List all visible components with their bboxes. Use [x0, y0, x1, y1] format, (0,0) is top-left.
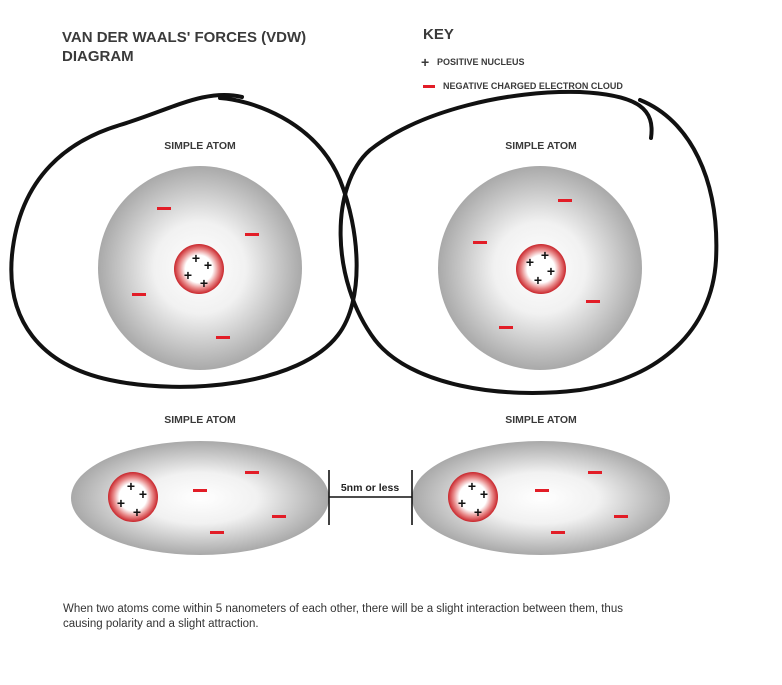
minus-icon [132, 293, 146, 296]
nucleus-charges: + + + + [117, 478, 147, 520]
atom-label-bottom-left: SIMPLE ATOM [164, 414, 236, 426]
plus-icon: + [547, 263, 555, 279]
key-item-positive: + POSITIVE NUCLEUS [421, 54, 525, 70]
hand-drawn-loop-left [9, 92, 359, 389]
minus-icon [193, 489, 207, 492]
diagram-title: VAN DER WAALS' FORCES (VDW) DIAGRAM [62, 29, 307, 65]
electron-cloud [412, 441, 670, 555]
minus-icon [551, 531, 565, 534]
nucleus [516, 244, 566, 294]
nucleus-charges: + + + + [184, 250, 212, 291]
atom-label-bottom-right: SIMPLE ATOM [505, 414, 577, 426]
minus-icon [245, 471, 259, 474]
minus-icon [535, 489, 549, 492]
nucleus [448, 472, 498, 522]
minus-icon [614, 515, 628, 518]
key-label-positive: POSITIVE NUCLEUS [437, 57, 525, 67]
key-heading: KEY [423, 26, 454, 43]
plus-icon: + [458, 495, 466, 511]
electron-cloud [71, 441, 329, 555]
plus-icon: + [421, 54, 430, 70]
minus-icon [473, 241, 487, 244]
nucleus-charges: + + + + [458, 478, 488, 520]
plus-icon: + [184, 267, 192, 283]
plus-icon: + [541, 247, 549, 263]
atom-top-left: + + + + [98, 166, 302, 370]
atom-bottom-right: + + + + [412, 441, 670, 555]
plus-icon: + [192, 250, 200, 266]
minus-icon [588, 471, 602, 474]
electrons [193, 471, 286, 534]
minus-icon [558, 199, 572, 202]
minus-icon [499, 326, 513, 329]
atom-label-top-left: SIMPLE ATOM [164, 140, 236, 152]
plus-icon: + [526, 254, 534, 270]
atom-label-top-right: SIMPLE ATOM [505, 140, 577, 152]
electrons [132, 207, 259, 339]
distance-marker [328, 470, 413, 525]
hand-drawn-loop-right [338, 89, 719, 395]
plus-icon: + [117, 495, 125, 511]
atom-top-right: + + + + [438, 166, 642, 370]
atom-bottom-left: + + + + [71, 441, 329, 555]
minus-icon [216, 336, 230, 339]
minus-icon [423, 84, 435, 88]
key-label-negative: NEGATIVE CHARGED ELECTRON CLOUD [443, 81, 623, 91]
minus-icon [210, 531, 224, 534]
minus-icon [272, 515, 286, 518]
plus-icon: + [200, 275, 208, 291]
minus-icon [586, 300, 600, 303]
plus-icon: + [468, 478, 476, 494]
caption: When two atoms come within 5 nanometers … [63, 603, 623, 630]
plus-icon: + [474, 504, 482, 520]
plus-icon: + [204, 257, 212, 273]
plus-icon: + [480, 486, 488, 502]
plus-icon: + [133, 504, 141, 520]
key-item-negative: NEGATIVE CHARGED ELECTRON CLOUD [421, 81, 623, 91]
nucleus-charges: + + + + [526, 247, 555, 288]
minus-icon [157, 207, 171, 210]
plus-icon: + [534, 272, 542, 288]
plus-icon: + [127, 478, 135, 494]
plus-icon: + [139, 486, 147, 502]
electrons [473, 199, 600, 329]
distance-label: 5nm or less [341, 482, 400, 494]
nucleus [108, 472, 158, 522]
minus-icon [245, 233, 259, 236]
nucleus [174, 244, 224, 294]
electrons [535, 471, 628, 534]
